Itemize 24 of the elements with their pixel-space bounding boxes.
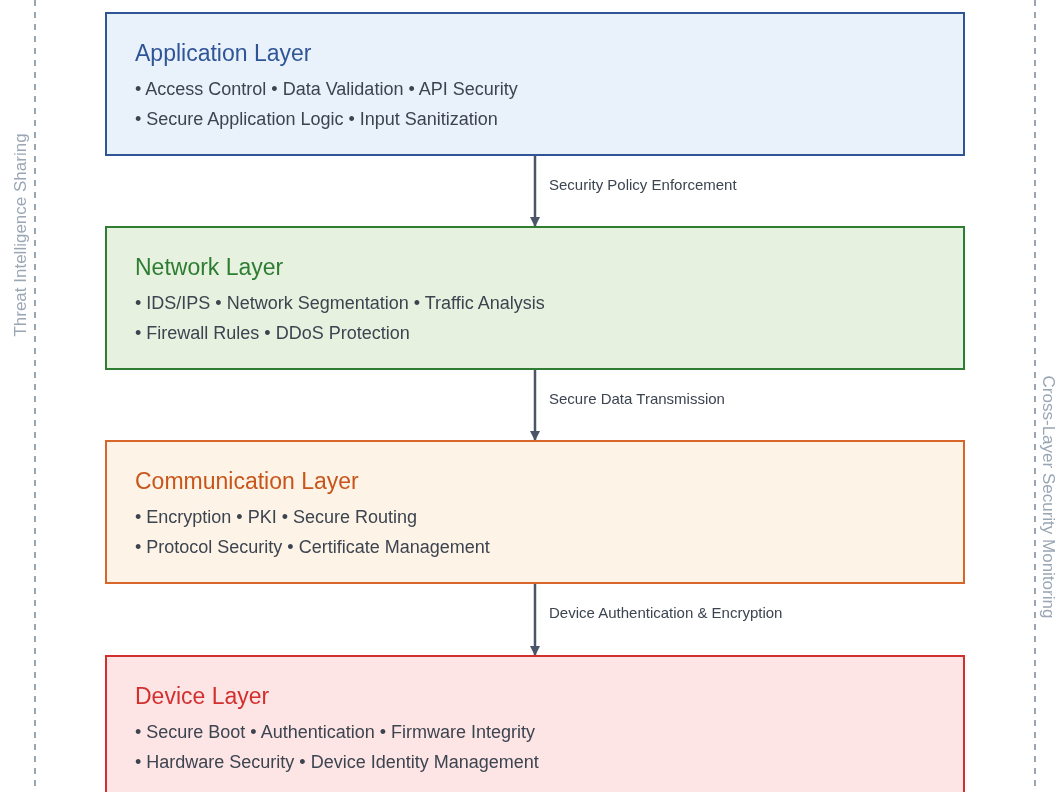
feature-list: • Protocol Security • Certificate Management [135,537,490,558]
edge-label: Device Authentication & Encryption [549,604,783,621]
side-label: Threat Intelligence Sharing [10,133,31,337]
layer-title: Device Layer [135,683,270,710]
side-label: Cross-Layer Security Monitoring [1037,375,1058,619]
feature-list: • Access Control • Data Validation • API Security [135,79,518,100]
layer-box [105,655,965,792]
layer-title: Communication Layer [135,468,359,495]
arrow [530,156,540,227]
edge-label: Security Policy Enforcement [549,176,737,193]
layer-title: Application Layer [135,40,312,67]
feature-list: • Hardware Security • Device Identity Management [135,752,539,773]
layer-box [105,440,965,584]
arrow [530,370,540,441]
edge-label: Secure Data Transmission [549,390,725,407]
feature-list: • Firewall Rules • DDoS Protection [135,323,410,344]
layer-title: Network Layer [135,254,284,281]
arrow [530,584,540,656]
feature-list: • Encryption • PKI • Secure Routing [135,507,418,528]
layer-box [105,226,965,370]
layer-box [105,12,965,156]
feature-list: • Secure Boot • Authentication • Firmware Integrity [135,722,536,743]
feature-list: • Secure Application Logic • Input Sanitization [135,109,498,130]
feature-list: • IDS/IPS • Network Segmentation • Traffic Analysis [135,293,545,314]
